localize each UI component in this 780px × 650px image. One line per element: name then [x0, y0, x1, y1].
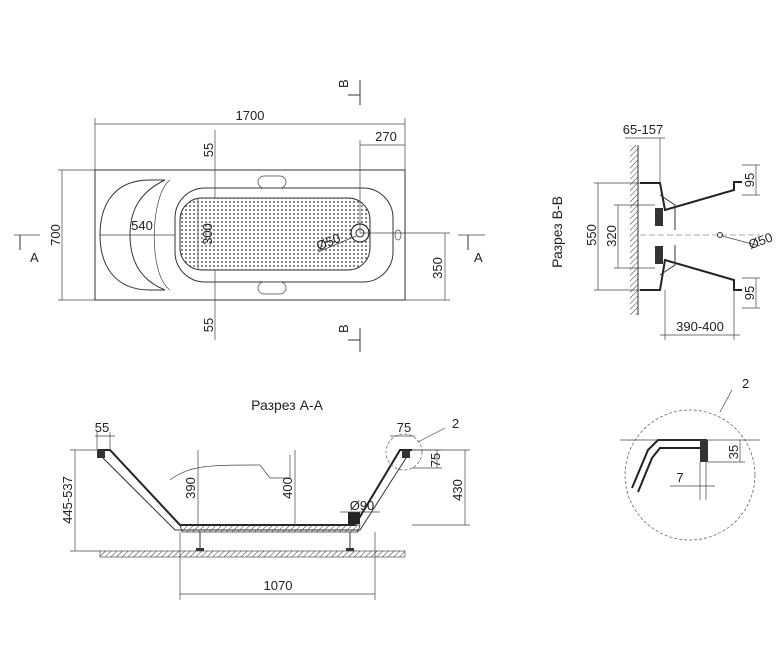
armrest-bottom [257, 281, 287, 295]
bb-bottom-edge: 95 [742, 286, 757, 300]
aa-drain-diameter: Ø90 [350, 498, 375, 513]
section-aa-view: Разрез А-А 55 75 2 75 [60, 397, 470, 600]
dim-width: 700 [48, 224, 63, 246]
aa-outer-height: 430 [450, 479, 465, 501]
bb-top-edge: 95 [742, 173, 757, 187]
detail-rim-height: 35 [726, 445, 741, 459]
aa-callout-circle [385, 433, 423, 471]
aa-inner-depth-2: 400 [280, 477, 295, 499]
aa-tub-profile [98, 449, 412, 526]
aa-drain-icon [348, 512, 360, 524]
dim-edge-top: 55 [201, 143, 216, 157]
detail-rim-block [700, 440, 708, 462]
aa-rim-left: 55 [95, 420, 109, 435]
floor-hatch [99, 550, 406, 558]
section-bb-title: Разрез В-В [549, 196, 565, 268]
antislip-mat [179, 197, 371, 271]
overflow-seal-2 [655, 246, 663, 264]
dim-drain-center: 350 [430, 257, 445, 279]
dim-drain-offset: 270 [375, 129, 397, 144]
bb-depth-range: 390-400 [676, 319, 724, 334]
aa-inner-depth-1: 390 [183, 477, 198, 499]
section-a-right: A [474, 250, 483, 265]
dim-edge-bottom: 55 [201, 318, 216, 332]
bb-top-profile [640, 181, 742, 212]
overflow-hole-icon [717, 232, 723, 238]
detail-rim-offset: 7 [676, 470, 683, 485]
plan-view: 1700 270 700 55 55 300 540 Ø50 350 A [14, 79, 485, 352]
bb-overflow-range: 65-157 [623, 122, 663, 137]
detail-callout-label: 2 [742, 376, 749, 391]
dim-length: 1700 [236, 108, 265, 123]
aa-total-height: 445-537 [60, 476, 75, 524]
bb-bottom-profile [640, 258, 742, 291]
detail-circle [624, 409, 756, 541]
overflow-seal [655, 208, 663, 226]
aa-rim-height: 75 [428, 453, 443, 467]
rim-right-block [402, 450, 410, 458]
aa-rim-right: 75 [397, 420, 411, 435]
overflow-icon [394, 229, 402, 241]
wall-hatch [630, 145, 638, 315]
aa-seat-contour [169, 455, 291, 481]
aa-callout-label: 2 [452, 416, 459, 431]
aa-bottom-length: 1070 [264, 578, 293, 593]
section-aa-title: Разрез А-А [251, 397, 323, 413]
section-a-left: A [30, 250, 39, 265]
armrest-top [257, 175, 287, 189]
section-bb-view: Разрез В-В Ø50 65-157 550 320 95 [549, 122, 775, 340]
section-b-top: B [336, 79, 351, 88]
dim-mat-width: 300 [200, 223, 215, 245]
bb-height-inner: 320 [604, 225, 619, 247]
rim-left-block [97, 450, 105, 458]
section-b-bottom: B [336, 324, 351, 333]
aa-base-plate [179, 524, 361, 533]
headrest-shape [99, 179, 166, 291]
detail-2-view: 2 35 7 [620, 376, 760, 541]
detail-rim-profile [631, 439, 707, 493]
bb-overflow-diameter: Ø50 [746, 230, 774, 253]
bb-height-outer: 550 [584, 224, 599, 246]
tub-outline [94, 169, 406, 301]
dim-seat-length: 540 [131, 218, 153, 233]
